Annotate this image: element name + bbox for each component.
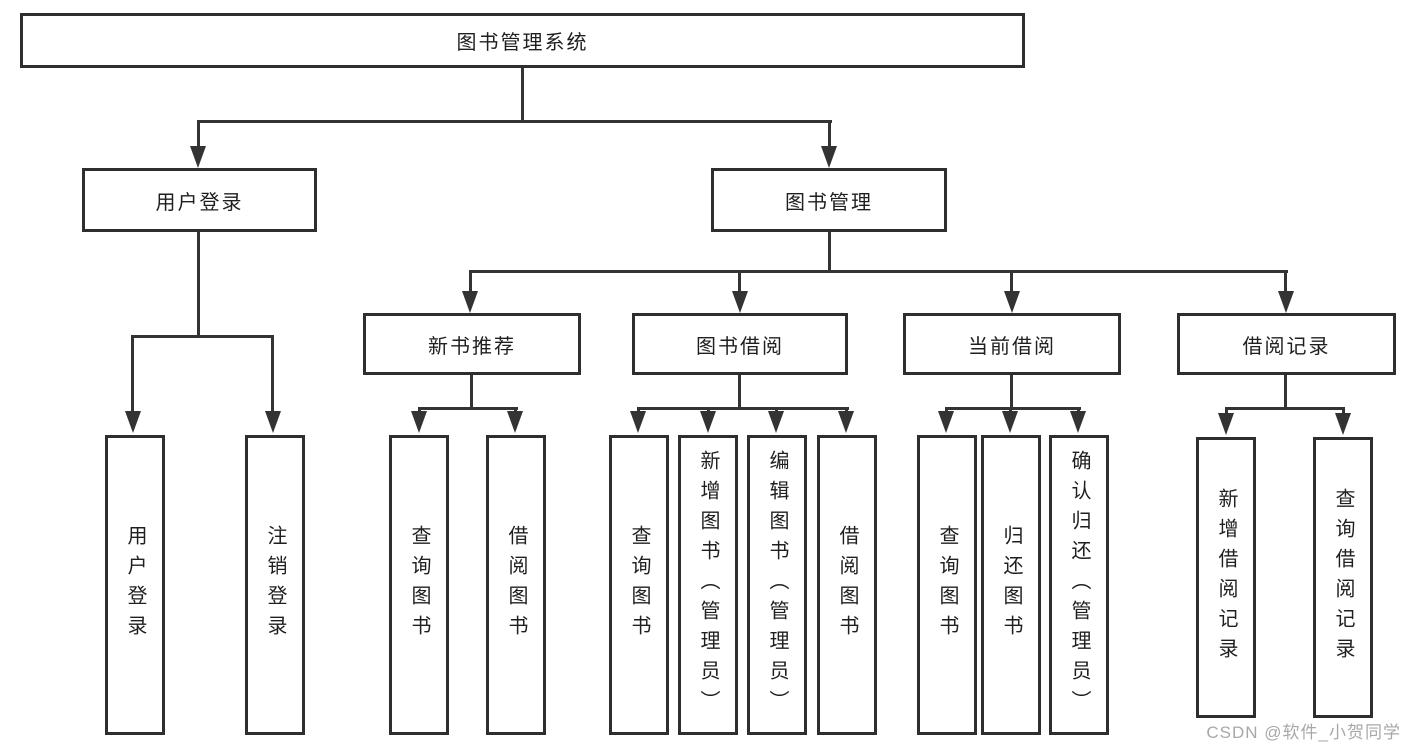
leaf-edit-book-admin-label: 编辑图书（管理员）: [766, 450, 788, 720]
arrow-down-icon: [190, 146, 206, 168]
node-book-borrow-label: 图书借阅: [696, 335, 784, 358]
leaf-current-query-books-label: 查询图书: [936, 525, 958, 645]
leaf-recommend-query-books-label: 查询图书: [408, 525, 430, 645]
leaf-borrow-query-books: 查询图书: [609, 435, 669, 735]
leaf-confirm-return-admin: 确认归还（管理员）: [1049, 435, 1109, 735]
connector-line: [845, 407, 848, 413]
leaf-return-book: 归还图书: [981, 435, 1041, 735]
arrow-down-icon: [630, 411, 646, 433]
connector-line: [1010, 375, 1013, 409]
connector-line: [131, 335, 134, 411]
node-user-login: 用户登录: [82, 168, 317, 232]
arrow-down-icon: [1278, 291, 1294, 313]
connector-line: [637, 407, 849, 410]
arrow-down-icon: [1218, 413, 1234, 435]
leaf-add-borrow-record-label: 新增借阅记录: [1215, 487, 1237, 668]
node-borrow-records: 借阅记录: [1177, 313, 1396, 375]
arrow-down-icon: [1002, 411, 1018, 433]
arrow-down-icon: [1070, 411, 1086, 433]
connector-line: [469, 270, 472, 293]
connector-line: [1010, 270, 1013, 293]
arrow-down-icon: [507, 411, 523, 433]
connector-line: [131, 335, 274, 338]
connector-line: [521, 68, 524, 122]
leaf-edit-book-admin: 编辑图书（管理员）: [747, 435, 807, 735]
connector-line: [470, 375, 473, 409]
arrow-down-icon: [821, 146, 837, 168]
connector-line: [469, 270, 1288, 273]
leaf-logout-label: 注销登录: [264, 525, 286, 645]
connector-line: [418, 407, 518, 410]
connector-line: [271, 335, 274, 411]
node-current-borrow-label: 当前借阅: [968, 335, 1056, 358]
connector-line: [945, 407, 948, 413]
connector-line: [418, 407, 421, 413]
connector-line: [945, 407, 1081, 410]
node-book-management-label: 图书管理: [785, 191, 873, 214]
connector-line: [1284, 375, 1287, 409]
leaf-query-borrow-record-label: 查询借阅记录: [1332, 487, 1354, 668]
leaf-borrow-query-books-label: 查询图书: [628, 525, 650, 645]
arrow-down-icon: [1335, 413, 1351, 435]
arrow-down-icon: [768, 411, 784, 433]
arrow-down-icon: [700, 411, 716, 433]
connector-line: [514, 407, 517, 413]
node-user-login-label: 用户登录: [155, 191, 244, 214]
node-book-borrow: 图书借阅: [632, 313, 848, 375]
arrow-down-icon: [462, 291, 478, 313]
leaf-logout: 注销登录: [245, 435, 305, 735]
leaf-add-borrow-record: 新增借阅记录: [1196, 437, 1256, 718]
arrow-down-icon: [1004, 291, 1020, 313]
node-root-library-system: 图书管理系统: [20, 13, 1025, 68]
arrow-down-icon: [265, 411, 281, 433]
leaf-borrow-borrow-books-label: 借阅图书: [836, 525, 858, 645]
connector-line: [1077, 407, 1080, 413]
leaf-recommend-query-books: 查询图书: [389, 435, 449, 735]
leaf-recommend-borrow-books: 借阅图书: [486, 435, 546, 735]
connector-line: [828, 232, 831, 272]
leaf-query-borrow-record: 查询借阅记录: [1313, 437, 1373, 718]
csdn-watermark: CSDN @软件_小贺同学: [1206, 723, 1401, 742]
arrow-down-icon: [938, 411, 954, 433]
node-root-label: 图书管理系统: [456, 32, 589, 54]
arrow-down-icon: [732, 291, 748, 313]
connector-line: [775, 407, 778, 413]
connector-line: [828, 120, 831, 148]
connector-line: [1009, 407, 1012, 413]
connector-line: [197, 120, 200, 148]
leaf-user-login: 用户登录: [105, 435, 165, 735]
connector-line: [738, 375, 741, 409]
connector-line: [197, 120, 832, 123]
leaf-return-book-label: 归还图书: [1000, 525, 1022, 645]
arrow-down-icon: [838, 411, 854, 433]
arrow-down-icon: [125, 411, 141, 433]
node-current-borrow: 当前借阅: [903, 313, 1121, 375]
connector-line: [738, 270, 741, 293]
leaf-add-book-admin-label: 新增图书（管理员）: [697, 450, 719, 720]
node-new-book-recommend-label: 新书推荐: [428, 335, 516, 358]
leaf-add-book-admin: 新增图书（管理员）: [678, 435, 738, 735]
connector-line: [1225, 407, 1228, 415]
connector-line: [707, 407, 710, 413]
leaf-recommend-borrow-books-label: 借阅图书: [505, 525, 527, 645]
leaf-borrow-borrow-books: 借阅图书: [817, 435, 877, 735]
leaf-current-query-books: 查询图书: [917, 435, 977, 735]
connector-line: [197, 232, 200, 338]
connector-line: [637, 407, 640, 413]
leaf-confirm-return-admin-label: 确认归还（管理员）: [1068, 450, 1090, 720]
node-borrow-records-label: 借阅记录: [1242, 335, 1331, 358]
leaf-user-login-label: 用户登录: [124, 525, 146, 645]
connector-line: [1342, 407, 1345, 415]
connector-line: [1284, 270, 1287, 293]
node-new-book-recommend: 新书推荐: [363, 313, 581, 375]
node-book-management: 图书管理: [711, 168, 947, 232]
connector-line: [1225, 407, 1345, 410]
arrow-down-icon: [411, 411, 427, 433]
